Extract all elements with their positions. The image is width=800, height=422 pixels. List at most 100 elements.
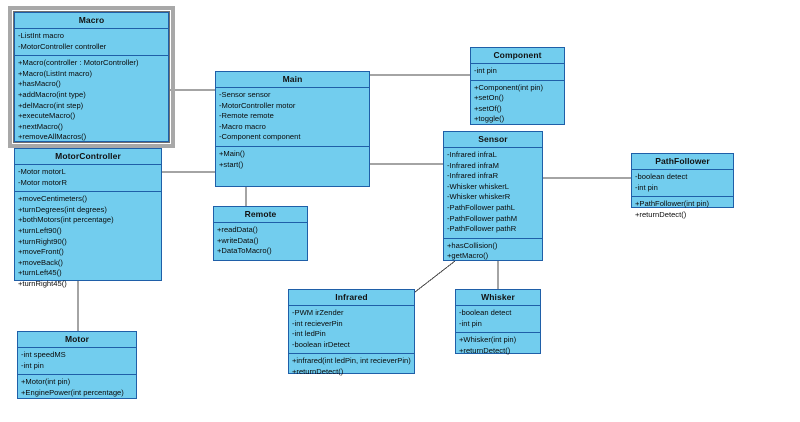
class-attributes-motorcontroller: -Motor motorL-Motor motorR xyxy=(15,165,161,193)
class-member-row: +moveFront() xyxy=(18,247,64,257)
class-member-row: -Whisker whiskerR xyxy=(447,192,511,202)
class-member-row: -int pin xyxy=(459,318,482,328)
class-box-pathfollower[interactable]: PathFollower -boolean detect-int pin +Pa… xyxy=(631,153,734,219)
class-member-row: -MotorController controller xyxy=(18,41,107,51)
class-member-row: -boolean detect xyxy=(459,308,512,317)
class-member-row: +returnDetect() xyxy=(292,366,344,376)
class-title-motorcontroller: MotorController xyxy=(15,149,161,165)
class-operations-sensor: +hasCollision()+getMacro() xyxy=(444,239,542,265)
class-member-row: +toggle() xyxy=(474,114,505,124)
class-member-row: +infrared(int ledPin, int recieverPin) xyxy=(292,356,411,366)
class-member-row: +moveCentimeters() xyxy=(18,194,87,204)
class-member-row: +turnRight45() xyxy=(18,278,67,288)
class-member-row: +writeData() xyxy=(217,235,259,245)
class-member-row: -Motor motorL xyxy=(18,167,66,176)
class-operations-remote: +readData()+writeData()+DataToMacro() xyxy=(214,223,307,260)
class-member-row: -MotorController motor xyxy=(219,100,296,110)
class-box-main[interactable]: Main -Sensor sensor-MotorController moto… xyxy=(215,71,370,187)
class-member-row: +setOn() xyxy=(474,93,504,103)
class-member-row: -int pin xyxy=(635,182,658,192)
class-member-row: -Motor motorR xyxy=(18,177,67,187)
class-member-row: -Infrared infraM xyxy=(447,160,499,170)
class-title-sensor: Sensor xyxy=(444,132,542,148)
class-member-row: +hasCollision() xyxy=(447,240,498,250)
class-member-row: +start() xyxy=(219,159,244,169)
class-member-row: -PathFollower pathR xyxy=(447,224,517,234)
class-member-row: +executeMacro() xyxy=(18,111,76,121)
class-member-row: -ListInt macro xyxy=(18,31,64,40)
class-member-row: -Macro macro xyxy=(219,121,266,131)
class-operations-motorcontroller: +moveCentimeters()+turnDegrees(int degre… xyxy=(15,192,161,292)
class-operations-component: +Component(int pin)+setOn()+setOf()+togg… xyxy=(471,81,564,128)
class-member-row: +bothMotors(int percentage) xyxy=(18,215,114,225)
class-title-component: Component xyxy=(471,48,564,64)
class-member-row: +returnDetect() xyxy=(459,345,511,355)
class-member-row: +delMacro(int step) xyxy=(18,100,84,110)
class-attributes-pathfollower: -boolean detect-int pin xyxy=(632,170,733,198)
class-operations-macro: +Macro(controller : MotorController)+Mac… xyxy=(15,56,168,146)
class-member-row: +DataToMacro() xyxy=(217,246,272,256)
class-member-row: +readData() xyxy=(217,225,258,234)
class-box-infrared[interactable]: Infrared -PWM irZender-int recieverPin-i… xyxy=(288,289,415,376)
class-member-row: +Macro(ListInt macro) xyxy=(18,68,93,78)
class-title-pathfollower: PathFollower xyxy=(632,154,733,170)
class-title-main: Main xyxy=(216,72,369,88)
class-member-row: -Whisker whiskerL xyxy=(447,181,510,191)
class-member-row: +addMacro(int type) xyxy=(18,89,86,99)
class-member-row: +hasMacro() xyxy=(18,79,61,89)
class-box-component[interactable]: Component -int pin +Component(int pin)+s… xyxy=(470,47,565,125)
class-member-row: +turnLeft90() xyxy=(18,225,62,235)
class-operations-motor: +Motor(int pin)+EnginePower(int percenta… xyxy=(18,375,136,401)
class-attributes-main: -Sensor sensor-MotorController motor-Rem… xyxy=(216,88,369,147)
class-box-motor[interactable]: Motor -int speedMS-int pin +Motor(int pi… xyxy=(17,331,137,399)
class-member-row: +returnDetect() xyxy=(635,209,687,219)
class-box-remote[interactable]: Remote +readData()+writeData()+DataToMac… xyxy=(213,206,308,261)
class-attributes-component: -int pin xyxy=(471,64,564,81)
class-member-row: +Component(int pin) xyxy=(474,82,544,92)
class-box-motorcontroller[interactable]: MotorController -Motor motorL-Motor moto… xyxy=(14,148,162,288)
class-title-motor: Motor xyxy=(18,332,136,348)
class-member-row: +turnRight90() xyxy=(18,236,67,246)
class-member-row: -int recieverPin xyxy=(292,318,343,328)
class-member-row: -PathFollower pathM xyxy=(447,213,518,223)
class-operations-whisker: +Whisker(int pin)+returnDetect() xyxy=(456,333,540,359)
class-title-infrared: Infrared xyxy=(289,290,414,306)
class-attributes-motor: -int speedMS-int pin xyxy=(18,348,136,376)
class-title-whisker: Whisker xyxy=(456,290,540,306)
class-operations-main: +Main()+start() xyxy=(216,147,369,173)
class-attributes-sensor: -Infrared infraL-Infrared infraM-Infrare… xyxy=(444,148,542,239)
class-box-whisker[interactable]: Whisker -boolean detect-int pin +Whisker… xyxy=(455,289,541,355)
class-member-row: -Remote remote xyxy=(219,111,274,121)
class-member-row: +Macro(controller : MotorController) xyxy=(18,58,139,68)
class-box-macro[interactable]: Macro -ListInt macro-MotorController con… xyxy=(8,6,175,148)
class-operations-infrared: +infrared(int ledPin, int recieverPin)+r… xyxy=(289,354,414,380)
class-member-row: -int speedMS xyxy=(21,350,66,359)
class-member-row: -int pin xyxy=(474,66,497,75)
class-attributes-infrared: -PWM irZender-int recieverPin-int ledPin… xyxy=(289,306,414,355)
class-member-row: -Component component xyxy=(219,132,301,142)
class-member-row: +Main() xyxy=(219,148,245,158)
class-member-row: +turnLeft45() xyxy=(18,268,62,278)
class-member-row: -boolean irDetect xyxy=(292,339,350,349)
class-member-row: -int ledPin xyxy=(292,329,326,339)
connector-sensor-infrared xyxy=(414,260,456,293)
class-member-row: +turnDegrees(int degrees) xyxy=(18,204,107,214)
class-member-row: +Motor(int pin) xyxy=(21,377,71,387)
class-member-row: -PWM irZender xyxy=(292,308,344,317)
class-member-row: +PathFollower(int pin) xyxy=(635,199,710,209)
class-box-sensor[interactable]: Sensor -Infrared infraL-Infrared infraM-… xyxy=(443,131,543,261)
class-member-row: -Sensor sensor xyxy=(219,90,271,99)
class-attributes-whisker: -boolean detect-int pin xyxy=(456,306,540,334)
class-member-row: +EnginePower(int percentage) xyxy=(21,387,124,397)
class-title-macro: Macro xyxy=(15,13,168,29)
class-title-remote: Remote xyxy=(214,207,307,223)
class-member-row: -Infrared infraR xyxy=(447,171,499,181)
class-member-row: -Infrared infraL xyxy=(447,150,497,159)
class-member-row: -int pin xyxy=(21,360,44,370)
class-member-row: -PathFollower pathL xyxy=(447,202,515,212)
class-member-row: +moveBack() xyxy=(18,257,63,267)
class-member-row: +removeAllMacros() xyxy=(18,132,87,142)
class-operations-pathfollower: +PathFollower(int pin)+returnDetect() xyxy=(632,197,733,223)
class-member-row: +nextMacro() xyxy=(18,121,63,131)
